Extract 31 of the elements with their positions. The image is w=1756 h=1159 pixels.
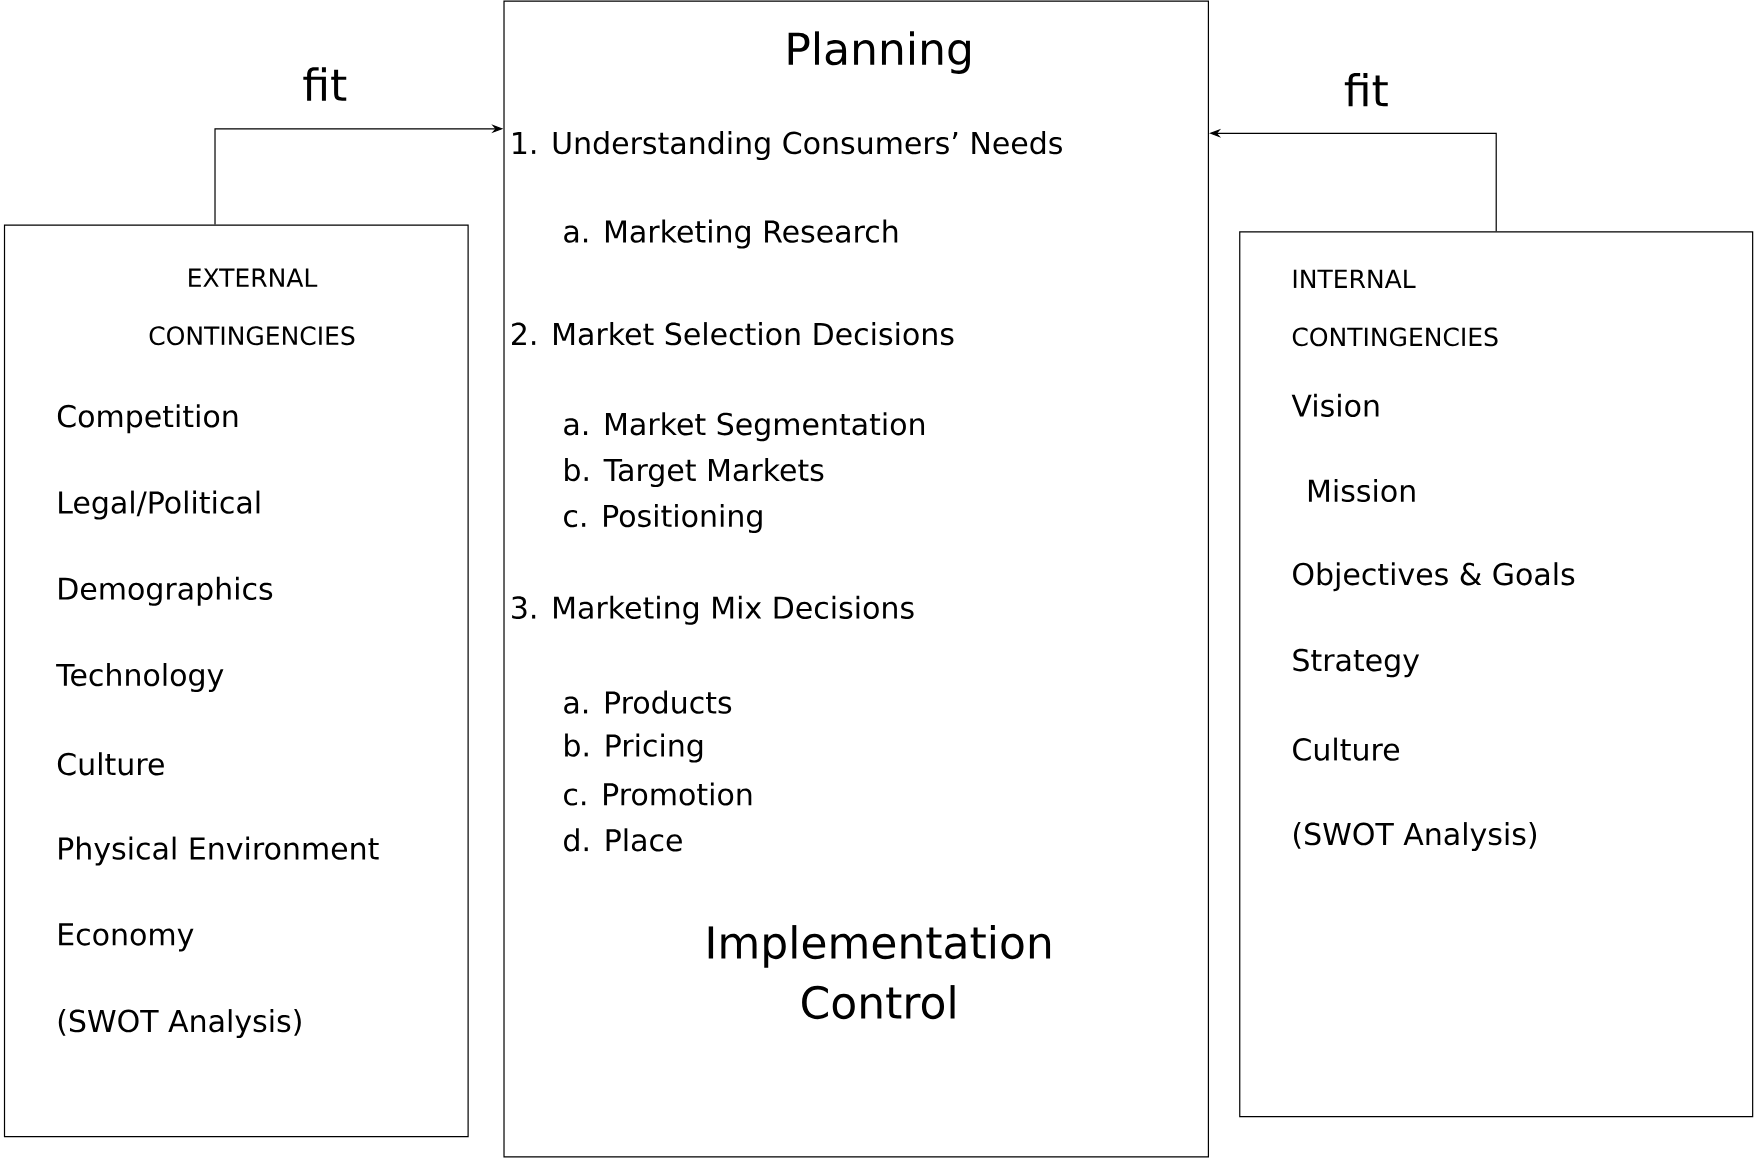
list-item: 3. Marketing Mix Decisions [512,595,914,625]
list-item: (SWOT Analysis) [1294,822,1537,852]
list-item: Strategy [1293,648,1420,678]
list-item: 2. Market Selection Decisions [512,322,954,346]
list-item: Culture [57,752,164,776]
list-item: Mission [1308,478,1415,503]
list-item: (SWOT Analysis) [58,1009,301,1039]
list-item: Competition [57,404,238,434]
list-item: Vision [1291,393,1379,417]
list-item: b. Target Markets [565,458,824,488]
list-item: Objectives & Goals [1293,562,1575,592]
list-item: Culture [1293,737,1400,761]
list-item: Economy [59,923,194,952]
list-item: c. Positioning [564,504,762,533]
list-item: a. Products [564,690,732,714]
list-item: a. Market Segmentation [564,412,924,442]
heading: INTERNAL CONTINGENCIES [1292,269,1498,347]
list-item: Technology [56,663,224,692]
list-item: Physical Environment [59,836,379,866]
list-item: Legal/Political [59,490,260,520]
list-item: 1. Understanding Consumers’ Needs [513,131,1062,161]
list-item: a. Marketing Research [564,219,898,249]
edge-label: fit [300,65,350,103]
list-item: c. Promotion [564,782,752,806]
list-item: d. Place [564,828,682,852]
list-item: b. Pricing [565,733,703,763]
edge-label: fit [1341,70,1391,109]
heading: Implementation Control [708,925,1051,1020]
list-item: Demographics [59,576,273,606]
heading: Planning [788,31,970,74]
heading: EXTERNAL CONTINGENCIES [149,268,355,346]
